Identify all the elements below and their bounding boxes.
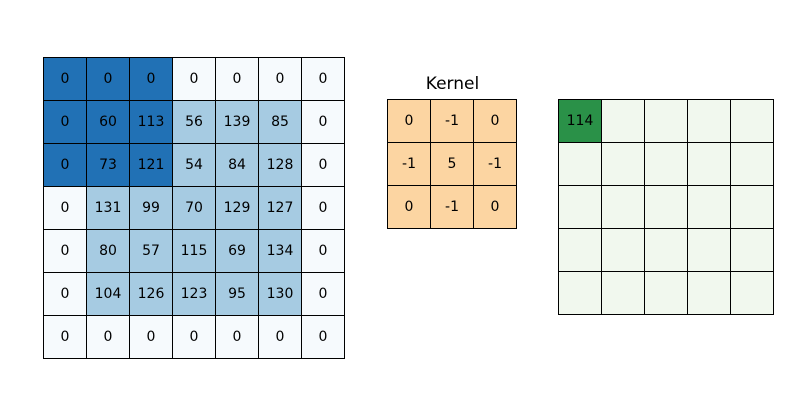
output-cell bbox=[559, 272, 602, 315]
input-cell: 85 bbox=[259, 101, 302, 144]
output-cell bbox=[559, 186, 602, 229]
input-cell-highlighted: 0 bbox=[44, 58, 87, 101]
input-cell: 69 bbox=[216, 230, 259, 273]
kernel-cell: 0 bbox=[388, 186, 431, 229]
input-cell: 139 bbox=[216, 101, 259, 144]
output-cell bbox=[645, 100, 688, 143]
output-cell bbox=[645, 229, 688, 272]
input-cell: 128 bbox=[259, 144, 302, 187]
input-cell: 0 bbox=[216, 58, 259, 101]
output-cell bbox=[731, 229, 774, 272]
input-cell: 0 bbox=[216, 316, 259, 359]
kernel-cell: 5 bbox=[431, 143, 474, 186]
input-cell-highlighted: 0 bbox=[130, 58, 173, 101]
input-cell: 54 bbox=[173, 144, 216, 187]
input-cell: 134 bbox=[259, 230, 302, 273]
input-cell: 123 bbox=[173, 273, 216, 316]
input-cell: 0 bbox=[302, 273, 345, 316]
input-cell: 0 bbox=[302, 144, 345, 187]
input-cell: 0 bbox=[130, 316, 173, 359]
input-cell-highlighted: 0 bbox=[44, 101, 87, 144]
input-cell: 0 bbox=[302, 230, 345, 273]
input-cell: 56 bbox=[173, 101, 216, 144]
input-cell: 130 bbox=[259, 273, 302, 316]
output-cell bbox=[731, 100, 774, 143]
input-cell: 0 bbox=[173, 316, 216, 359]
output-cell bbox=[688, 143, 731, 186]
output-cell bbox=[688, 186, 731, 229]
output-cell bbox=[602, 100, 645, 143]
kernel-cell: 0 bbox=[474, 100, 517, 143]
input-cell: 115 bbox=[173, 230, 216, 273]
output-cell bbox=[731, 272, 774, 315]
input-cell: 70 bbox=[173, 187, 216, 230]
kernel-cell: -1 bbox=[431, 100, 474, 143]
output-cell bbox=[645, 272, 688, 315]
input-cell: 129 bbox=[216, 187, 259, 230]
input-cell-highlighted: 73 bbox=[87, 144, 130, 187]
input-cell: 0 bbox=[44, 316, 87, 359]
output-cell bbox=[602, 143, 645, 186]
input-cell: 0 bbox=[87, 316, 130, 359]
input-cell: 0 bbox=[259, 58, 302, 101]
input-cell: 104 bbox=[87, 273, 130, 316]
kernel-cell: 0 bbox=[474, 186, 517, 229]
output-cell-computed: 114 bbox=[559, 100, 602, 143]
output-cell bbox=[645, 143, 688, 186]
output-grid: 114 bbox=[558, 99, 774, 315]
input-cell: 0 bbox=[302, 58, 345, 101]
kernel-cell: -1 bbox=[388, 143, 431, 186]
input-cell: 0 bbox=[302, 187, 345, 230]
kernel-title: Kernel bbox=[425, 74, 480, 94]
input-cell: 131 bbox=[87, 187, 130, 230]
input-cell: 0 bbox=[44, 273, 87, 316]
kernel-cell: -1 bbox=[474, 143, 517, 186]
output-cell bbox=[602, 272, 645, 315]
input-cell-highlighted: 121 bbox=[130, 144, 173, 187]
output-cell bbox=[559, 143, 602, 186]
input-cell: 0 bbox=[302, 316, 345, 359]
input-cell-highlighted: 0 bbox=[44, 144, 87, 187]
input-cell: 127 bbox=[259, 187, 302, 230]
input-cell: 95 bbox=[216, 273, 259, 316]
output-cell bbox=[688, 272, 731, 315]
input-cell: 0 bbox=[44, 187, 87, 230]
input-cell-highlighted: 0 bbox=[87, 58, 130, 101]
input-cell-highlighted: 113 bbox=[130, 101, 173, 144]
input-cell: 0 bbox=[302, 101, 345, 144]
output-cell bbox=[688, 100, 731, 143]
output-cell bbox=[688, 229, 731, 272]
output-cell bbox=[602, 229, 645, 272]
input-cell: 126 bbox=[130, 273, 173, 316]
input-cell: 0 bbox=[173, 58, 216, 101]
input-cell-highlighted: 60 bbox=[87, 101, 130, 144]
input-cell: 57 bbox=[130, 230, 173, 273]
input-cell: 84 bbox=[216, 144, 259, 187]
input-cell: 80 bbox=[87, 230, 130, 273]
output-cell bbox=[731, 186, 774, 229]
kernel-cell: -1 bbox=[431, 186, 474, 229]
output-cell bbox=[602, 186, 645, 229]
input-cell: 0 bbox=[44, 230, 87, 273]
input-cell: 0 bbox=[259, 316, 302, 359]
kernel-cell: 0 bbox=[388, 100, 431, 143]
output-cell bbox=[559, 229, 602, 272]
input-cell: 99 bbox=[130, 187, 173, 230]
output-cell bbox=[731, 143, 774, 186]
output-cell bbox=[645, 186, 688, 229]
